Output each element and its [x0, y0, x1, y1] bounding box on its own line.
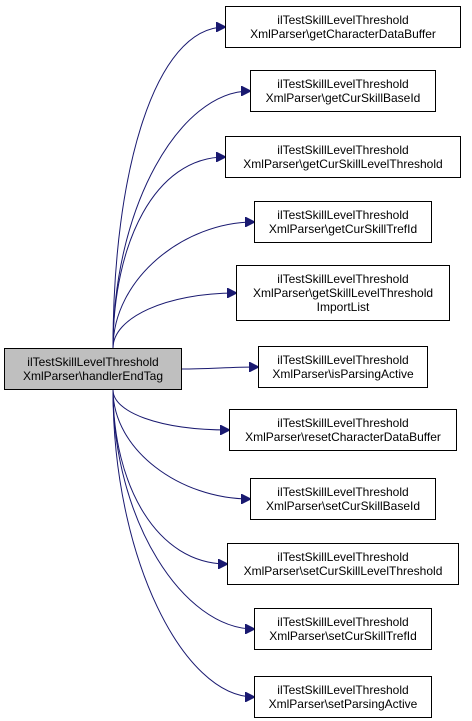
target-node-label-line-2: XmlParser\getSkillLevelThreshold [252, 286, 434, 300]
target-node-label-line-1: ilTestSkillLevelThreshold [277, 550, 409, 564]
target-node-label-line-1: ilTestSkillLevelThreshold [277, 485, 409, 499]
target-node-label-line-1: ilTestSkillLevelThreshold [277, 208, 409, 222]
target-node-label-line-1: ilTestSkillLevelThreshold [277, 272, 409, 286]
edge-to-set-parsing-active [112, 389, 254, 697]
edge-to-get-character-data-buffer [112, 27, 225, 349]
source-node-handler-end-tag: ilTestSkillLevelThreshold XmlParser\hand… [4, 348, 182, 390]
edge-to-get-cur-skill-level-threshold [112, 157, 225, 349]
target-node-label-line-2: XmlParser\isParsingActive [272, 367, 414, 381]
edge-to-reset-character-data-buffer [112, 389, 229, 430]
edge-to-set-cur-skill-tref-id [112, 389, 254, 629]
edge-to-get-skill-level-threshold-import-list [112, 293, 236, 349]
target-node-label-line-2: XmlParser\setCurSkillBaseId [265, 499, 421, 513]
target-node-label-line-2: XmlParser\getCurSkillLevelThreshold [243, 157, 443, 171]
target-node-label-line-1: ilTestSkillLevelThreshold [277, 353, 409, 367]
target-node-label-line-2: XmlParser\setParsingActive [268, 697, 418, 711]
target-node-label-line-1: ilTestSkillLevelThreshold [277, 416, 409, 430]
target-node-label-line-1: ilTestSkillLevelThreshold [277, 13, 409, 27]
target-node-label-line-2: XmlParser\getCurSkillTrefId [268, 222, 418, 236]
target-node-label-line-1: ilTestSkillLevelThreshold [277, 77, 409, 91]
target-node-label-line-2: XmlParser\setCurSkillLevelThreshold [243, 564, 443, 578]
source-node-label-line-2: XmlParser\handlerEndTag [22, 369, 164, 383]
edge-to-set-cur-skill-base-id [112, 389, 250, 499]
target-node-label-line-2: XmlParser\resetCharacterDataBuffer [245, 430, 441, 444]
edge-to-get-cur-skill-tref-id [112, 222, 254, 349]
target-node-label-line-2: XmlParser\getCharacterDataBuffer [250, 27, 436, 41]
target-node-label-line-1: ilTestSkillLevelThreshold [277, 615, 409, 629]
source-node-label-line-1: ilTestSkillLevelThreshold [27, 355, 159, 369]
target-node-label-line-3: ImportList [316, 300, 370, 314]
target-node-label-line-1: ilTestSkillLevelThreshold [277, 683, 409, 697]
target-node-label-line-2: XmlParser\getCurSkillBaseId [265, 91, 421, 105]
edge-to-is-parsing-active [181, 367, 258, 369]
edge-to-get-cur-skill-base-id [112, 91, 250, 349]
target-node-label-line-1: ilTestSkillLevelThreshold [277, 143, 409, 157]
target-node-label-line-2: XmlParser\setCurSkillTrefId [269, 629, 417, 643]
